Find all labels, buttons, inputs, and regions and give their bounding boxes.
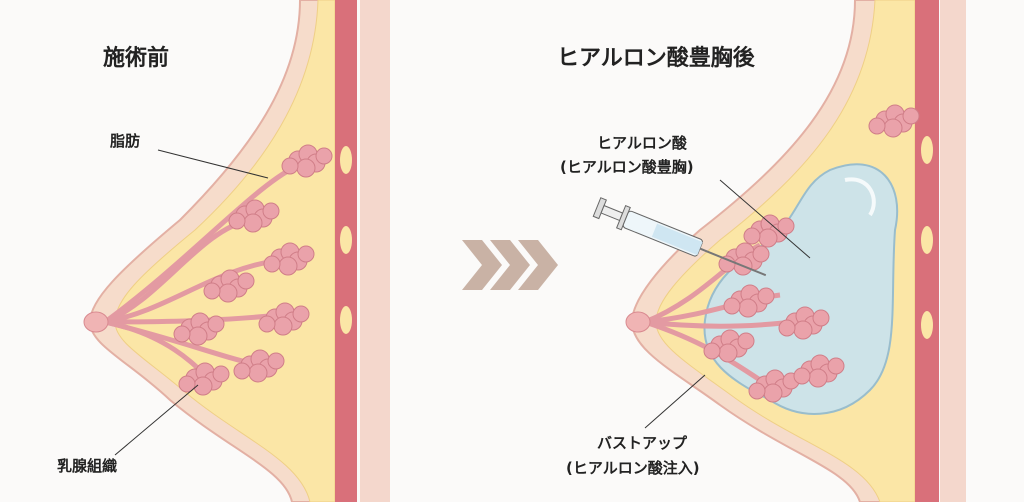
fat-label: 脂肪 xyxy=(110,132,141,150)
nipple xyxy=(83,311,109,333)
gland-leader-line xyxy=(114,384,199,456)
before-breast xyxy=(83,0,390,502)
bust-leader-line xyxy=(644,374,706,429)
before-title: 施術前 xyxy=(103,46,170,71)
ha-label: ヒアルロン酸 xyxy=(597,134,687,152)
arrow-chevrons xyxy=(462,240,558,290)
fat-leader-line xyxy=(157,149,269,179)
bust-sub-label: (ヒアルロン酸注入) xyxy=(566,459,700,477)
bust-label: バストアップ xyxy=(597,434,688,452)
syringe-icon xyxy=(592,197,767,277)
ha-leader-line xyxy=(719,179,811,259)
skin-layer xyxy=(360,0,390,502)
after-title: ヒアルロン酸豊胸後 xyxy=(557,46,755,71)
ha-sub-label: (ヒアルロン酸豊胸) xyxy=(560,158,694,176)
gland-label: 乳腺組織 xyxy=(57,457,118,475)
after-breast xyxy=(592,0,966,502)
